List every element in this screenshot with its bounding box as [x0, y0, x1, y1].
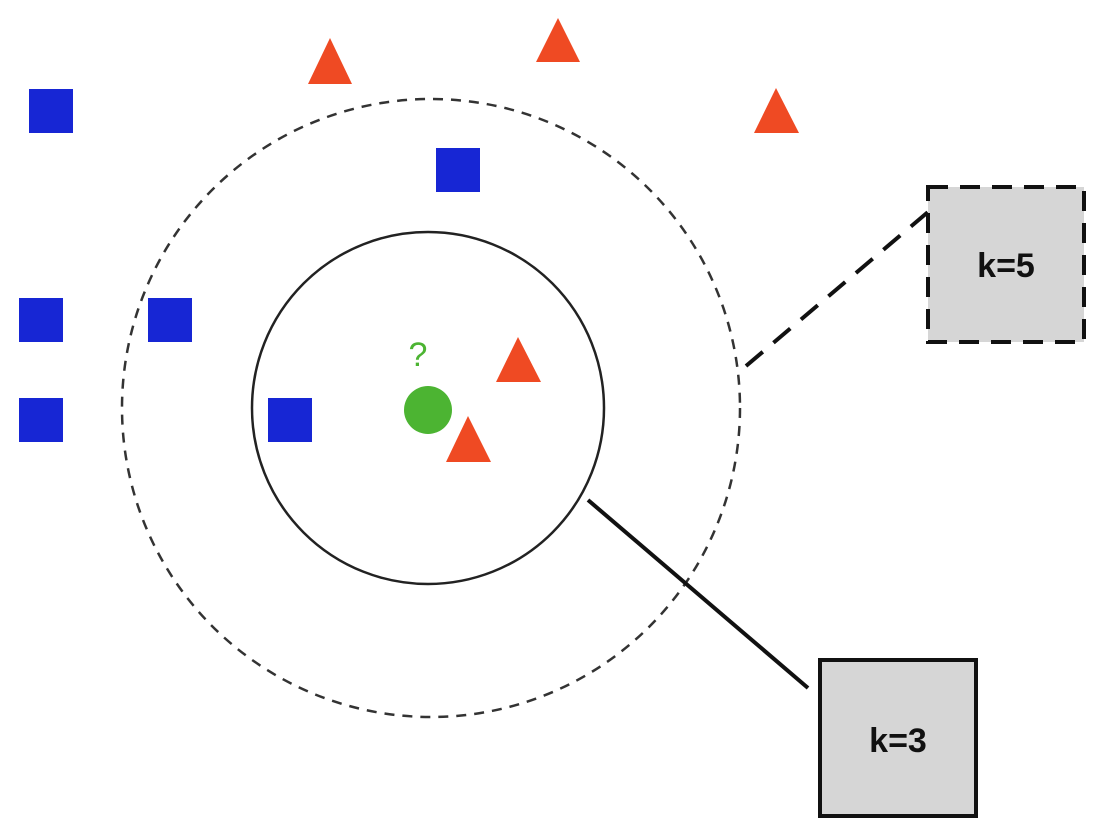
red-triangle-icon	[308, 38, 352, 84]
red-triangle-icon	[754, 88, 799, 133]
blue-square-icon	[19, 398, 63, 442]
blue-square-icon	[436, 148, 480, 192]
blue-square-icon	[148, 298, 192, 342]
query-point-icon	[404, 386, 452, 434]
k3-neighborhood-circle	[250, 230, 606, 586]
blue-square-icon	[268, 398, 312, 442]
query-label: ?	[409, 336, 428, 374]
k3-label: k=3	[869, 722, 927, 760]
k5-neighborhood-circle	[120, 97, 742, 719]
k3-label-box	[818, 658, 978, 818]
k5-label: k=5	[977, 247, 1035, 285]
red-triangle-icon	[536, 18, 580, 62]
blue-square-icon	[29, 89, 73, 133]
red-triangle-icon	[446, 416, 491, 462]
k3-connector-line	[586, 498, 810, 690]
blue-square-icon	[19, 298, 63, 342]
red-triangle-icon	[496, 337, 541, 382]
k5-connector-line	[744, 210, 930, 368]
k5-label-box	[926, 185, 1086, 344]
